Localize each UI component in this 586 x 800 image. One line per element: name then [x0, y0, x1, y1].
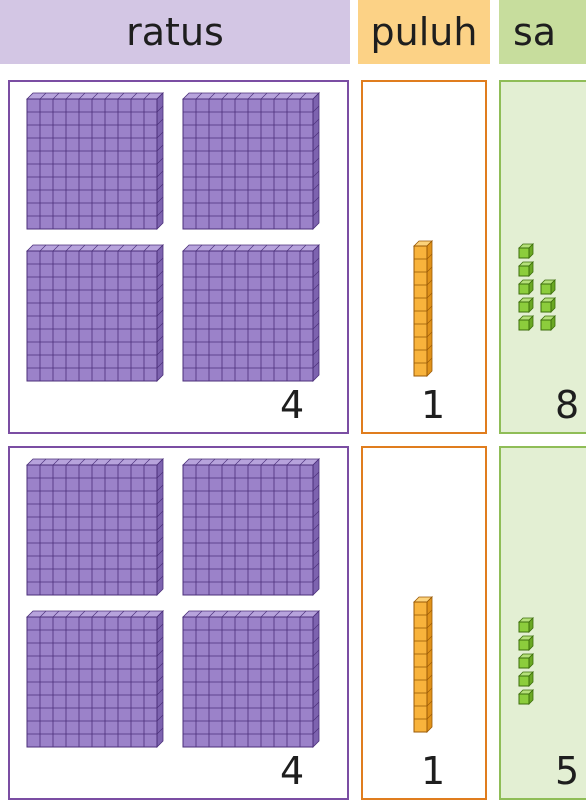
- unit-cube: [519, 280, 533, 294]
- sa-panel-row2: 5: [499, 446, 586, 800]
- unit-cube: [519, 654, 533, 668]
- ten-rod: [413, 596, 437, 736]
- hundred-block: [182, 244, 332, 384]
- hundred-block: [182, 458, 332, 598]
- header-ratus: ratus: [0, 0, 350, 64]
- sa-digit: 5: [555, 752, 579, 790]
- unit-cube: [519, 690, 533, 704]
- unit-cube: [541, 280, 555, 294]
- ratus-panel-row2: 4: [8, 446, 349, 800]
- puluh-digit: 1: [421, 752, 445, 790]
- unit-cube: [519, 298, 533, 312]
- unit-cube: [519, 316, 533, 330]
- puluh-digit: 1: [421, 386, 445, 424]
- hundred-block: [26, 458, 176, 598]
- unit-cube: [519, 618, 533, 632]
- unit-cube: [541, 316, 555, 330]
- ratus-digit: 4: [280, 386, 304, 424]
- header-sa: sa: [499, 0, 586, 64]
- unit-cube: [519, 672, 533, 686]
- unit-cubes: [515, 238, 575, 358]
- hundred-block: [26, 610, 176, 750]
- puluh-panel-row2: 1: [361, 446, 487, 800]
- ratus-digit: 4: [280, 752, 304, 790]
- unit-cube: [541, 298, 555, 312]
- header-puluh: puluh: [358, 0, 490, 64]
- puluh-panel-row1: 1: [361, 80, 487, 434]
- hundred-block: [26, 92, 176, 232]
- sa-digit: 8: [555, 386, 579, 424]
- hundred-block: [182, 92, 332, 232]
- unit-cubes: [515, 612, 575, 732]
- unit-cube: [519, 244, 533, 258]
- unit-cube: [519, 636, 533, 650]
- sa-panel-row1: 8: [499, 80, 586, 434]
- hundred-block: [26, 244, 176, 384]
- unit-cube: [519, 262, 533, 276]
- ratus-panel-row1: 4: [8, 80, 349, 434]
- ten-rod: [413, 240, 437, 380]
- hundred-block: [182, 610, 332, 750]
